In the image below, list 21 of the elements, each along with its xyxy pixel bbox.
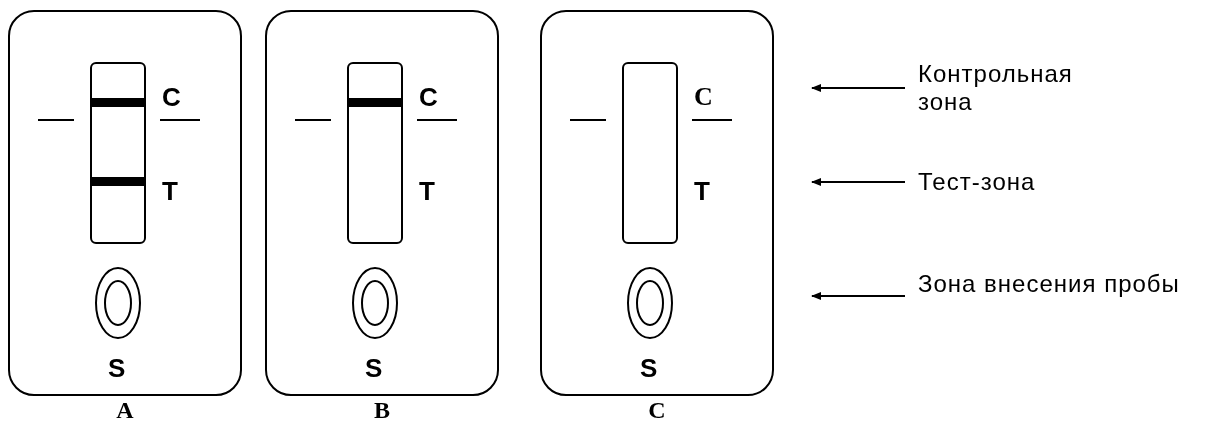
sample-letter: S bbox=[365, 355, 383, 381]
arrow bbox=[811, 84, 906, 92]
panel-letter: C bbox=[647, 398, 667, 422]
test-cassette bbox=[8, 10, 242, 396]
test-cassette bbox=[540, 10, 774, 396]
zone-label: Зона внесения пробы bbox=[918, 270, 1208, 298]
test-letter: T bbox=[419, 178, 435, 204]
test-letter: T bbox=[162, 178, 178, 204]
panel-letter: A bbox=[115, 398, 135, 422]
zone-label: Контрольная зона bbox=[918, 60, 1078, 116]
sample-letter: S bbox=[640, 355, 658, 381]
arrow bbox=[811, 178, 906, 186]
control-letter: C bbox=[694, 84, 713, 110]
sample-letter: S bbox=[108, 355, 126, 381]
zone-label: Тест-зона bbox=[918, 168, 1118, 196]
control-letter: C bbox=[162, 84, 181, 110]
arrow bbox=[811, 292, 906, 300]
control-letter: C bbox=[419, 84, 438, 110]
test-cassette bbox=[265, 10, 499, 396]
panel-letter: B bbox=[373, 398, 391, 422]
test-letter: T bbox=[694, 178, 710, 204]
